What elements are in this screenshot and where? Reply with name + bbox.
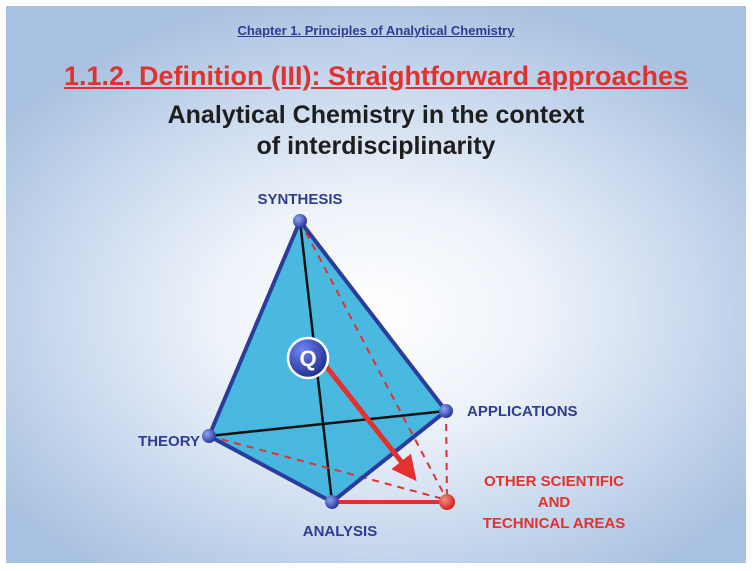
label-applications: APPLICATIONS [467, 403, 578, 420]
label-analysis: ANALYSIS [303, 523, 377, 540]
node-analysis [325, 495, 339, 509]
slide-title-line-2: of interdisciplinarity [256, 132, 496, 160]
node-synthesis [293, 214, 307, 228]
label-theory: THEORY [138, 433, 200, 450]
label-synthesis: SYNTHESIS [257, 191, 342, 208]
arrow-q-to-other [315, 353, 417, 482]
inner-line-theory-applications [208, 409, 447, 438]
slide: Chapter 1. Principles of Analytical Chem… [6, 6, 746, 563]
slide-title-line-1: Analytical Chemistry in the context [167, 101, 585, 129]
label-other-areas-line-2: AND [538, 494, 571, 511]
node-other-areas [439, 494, 455, 510]
node-applications [439, 404, 453, 418]
q-marker [286, 336, 330, 380]
slide-title: Analytical Chemistry in the context of i… [6, 100, 746, 162]
label-other-areas-line-1: OTHER SCIENTIFIC [484, 473, 624, 490]
section-heading[interactable]: 1.1.2. Definition (III): Straightforward… [63, 61, 689, 91]
chapter-heading[interactable]: Chapter 1. Principles of Analytical Chem… [237, 23, 515, 38]
dashed-lines-other-areas [208, 220, 448, 501]
q-marker-label: Q [299, 346, 316, 371]
node-theory [202, 429, 216, 443]
label-other-areas-line-3: TECHNICAL AREAS [483, 515, 626, 532]
tetrahedron-diagram: Q SYNTHESIS APPLICATIONS THEORY ANALYSIS… [138, 191, 626, 540]
